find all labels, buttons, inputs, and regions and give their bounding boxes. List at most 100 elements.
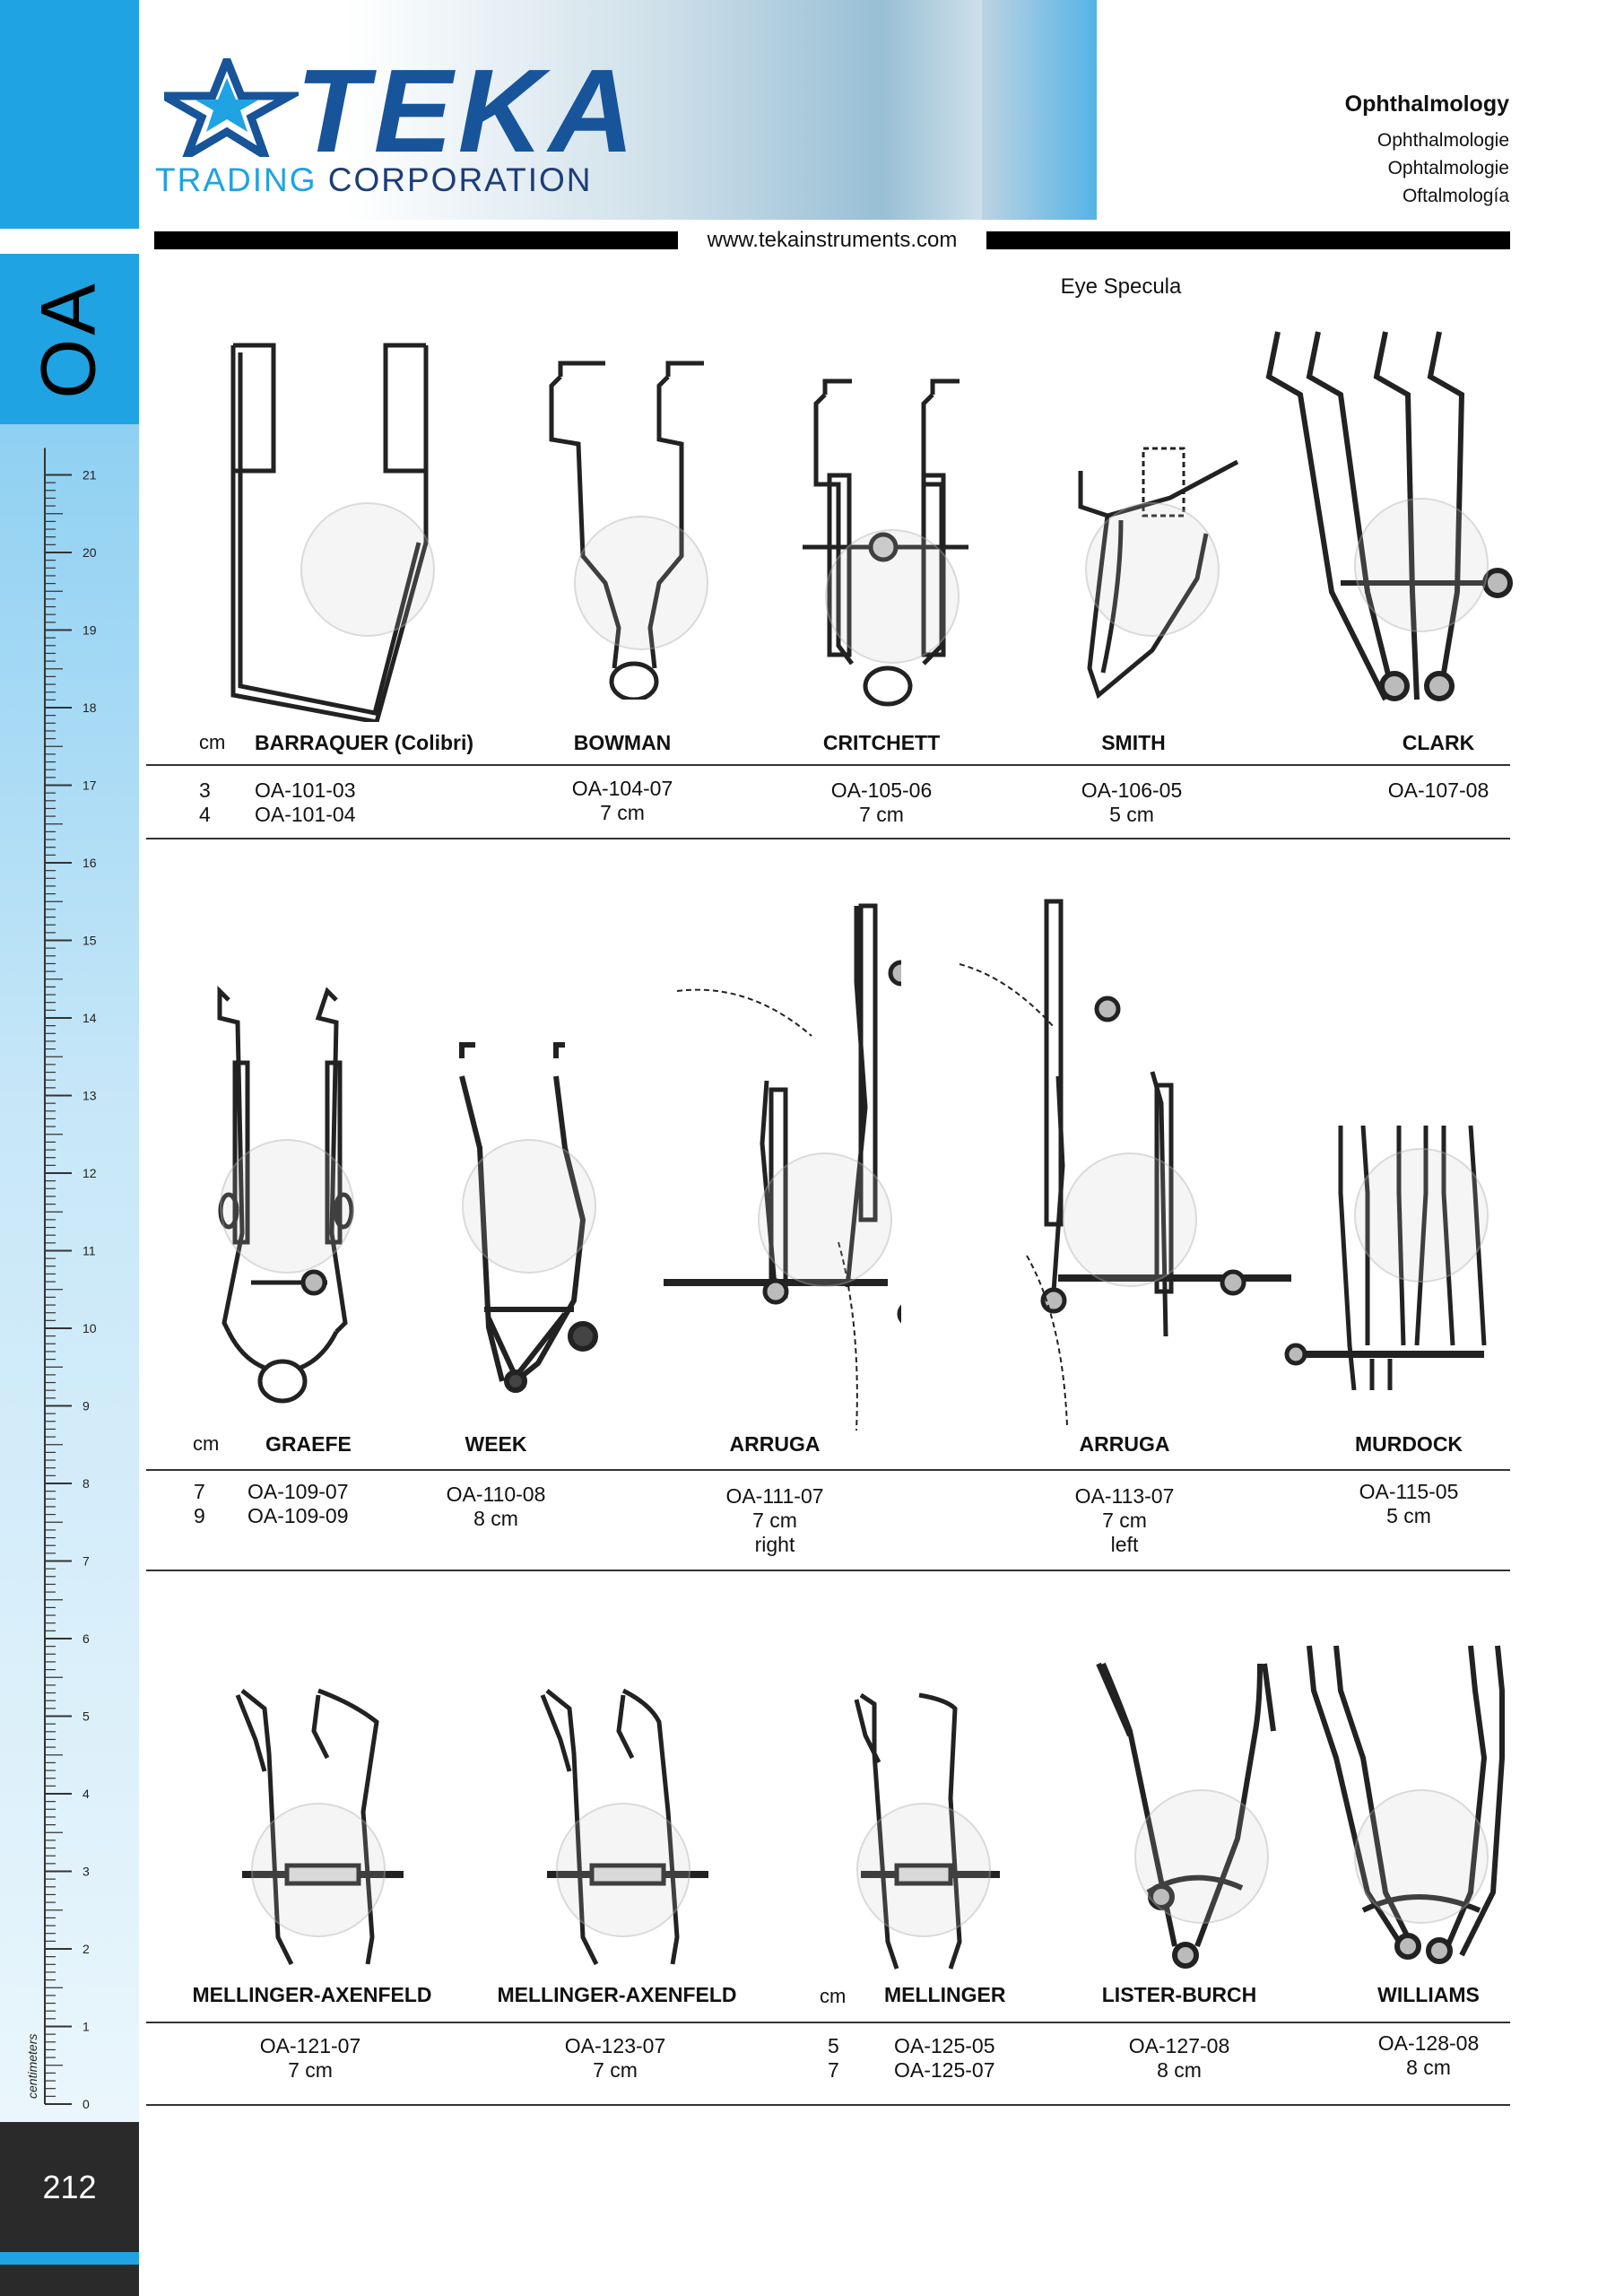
size-list: 3 4	[199, 778, 211, 827]
instrument-name: LISTER-BURCH	[1101, 1983, 1257, 2006]
brand-sub-corporation: CORPORATION	[327, 161, 593, 198]
product-size: 5 cm	[1109, 803, 1154, 826]
product-size: 8 cm	[473, 1507, 518, 1530]
ruler-tick-label: 20	[83, 545, 97, 560]
ruler-tick-label: 8	[83, 1476, 90, 1491]
section-titles: Ophthalmology Ophthalmologie Ophtalmolog…	[1345, 91, 1509, 210]
instrument-image-graefe	[202, 982, 363, 1404]
size-column-label: cm	[820, 1985, 847, 2007]
code-list: OA-121-07 7 cm	[260, 2034, 361, 2083]
ruler-tick-label: 2	[83, 1942, 90, 1956]
section-title-fr: Ophtalmologie	[1387, 158, 1509, 178]
product-code: OA-121-07	[259, 2034, 361, 2057]
section-title-de: Ophthalmologie	[1376, 130, 1509, 151]
ruler-tick-label: 4	[83, 1787, 90, 1801]
ruler-tick-label: 7	[83, 1554, 90, 1569]
product-code: OA-104-07	[571, 777, 673, 800]
row-divider	[146, 838, 1510, 839]
size-column-label: cm	[193, 1432, 220, 1455]
product-code: OA-107-08	[1387, 778, 1489, 802]
ruler-tick-label: 9	[83, 1399, 90, 1413]
product-code: OA-106-05	[1081, 778, 1183, 802]
code-list: OA-115-05 5 cm	[1359, 1480, 1459, 1528]
website-link[interactable]: www.tekainstruments.com	[707, 228, 958, 252]
watermark	[1354, 498, 1489, 632]
size-value: 3	[199, 778, 211, 802]
instrument-name: SMITH	[1101, 731, 1166, 754]
sidebar-top-block	[0, 0, 139, 229]
ruler-tick-label: 19	[83, 623, 97, 638]
product-code: OA-110-08	[446, 1483, 546, 1506]
instrument-name: BARRAQUER (Colibri)	[255, 731, 474, 754]
ruler-tick-label: 0	[83, 2097, 90, 2111]
watermark	[1063, 1152, 1197, 1287]
brand-subtitle: TRADING CORPORATION	[155, 163, 593, 196]
code-list: OA-110-08 8 cm	[447, 1483, 546, 1531]
watermark	[758, 1152, 892, 1287]
size-value: 4	[199, 803, 211, 826]
header-band	[982, 0, 1097, 220]
ruler-tick-label: 16	[83, 856, 97, 870]
product-code: OA-113-07	[1074, 1484, 1175, 1508]
ruler-tick-label: 12	[83, 1166, 97, 1180]
ruler-tick-label: 5	[83, 1709, 90, 1724]
website-rule-right	[986, 231, 1510, 249]
row-divider	[146, 1469, 1510, 1471]
page-number: 212	[42, 2168, 97, 2205]
code-list: OA-109-07 OA-109-09	[248, 1480, 349, 1528]
ruler-tick-label: 17	[83, 778, 97, 793]
watermark	[1354, 1148, 1489, 1283]
product-code: OA-115-05	[1359, 1480, 1459, 1503]
product-code: OA-128-08	[1377, 2031, 1480, 2055]
code-list: OA-127-08 8 cm	[1129, 2034, 1230, 2083]
instrument-name: CLARK	[1402, 731, 1475, 754]
instrument-name: MELLINGER-AXENFELD	[497, 1983, 737, 2006]
watermark	[856, 1803, 991, 1937]
code-list: OA-106-05 5 cm	[1081, 778, 1183, 827]
size-value: 7	[194, 1480, 205, 1503]
header-white-area	[1097, 0, 1624, 220]
section-title-es: Oftalmología	[1402, 186, 1509, 206]
ruler-tick-label: 13	[83, 1089, 97, 1103]
ruler-unit-label: centimeters	[25, 2033, 39, 2099]
watermark	[1354, 1789, 1489, 1924]
instrument-name: CRITCHETT	[822, 731, 941, 754]
product-size: 7 cm	[859, 803, 904, 826]
instrument-name: MELLINGER-AXENFELD	[192, 1983, 432, 2006]
sidebar-gap	[0, 229, 139, 254]
product-size: 7 cm	[752, 1509, 797, 1532]
watermark	[574, 516, 708, 650]
product-size: 8 cm	[1406, 2056, 1451, 2079]
product-code: OA-125-07	[894, 2058, 995, 2082]
product-code: OA-101-03	[255, 778, 356, 802]
product-size: 8 cm	[1157, 2058, 1202, 2082]
watermark	[220, 1139, 354, 1274]
ruler-tick-label: 21	[83, 468, 97, 483]
section-code: OA	[25, 279, 112, 399]
product-code: OA-109-07	[248, 1480, 349, 1503]
watermark	[1134, 1789, 1269, 1924]
size-value: 9	[194, 1504, 205, 1527]
ruler-tick-label: 1	[83, 2020, 90, 2034]
instrument-name: ARRUGA	[1079, 1432, 1170, 1456]
product-size: 7 cm	[600, 801, 645, 824]
code-list: OA-123-07 7 cm	[565, 2034, 666, 2083]
instrument-name: BOWMAN	[573, 731, 672, 754]
code-list: OA-128-08 8 cm	[1378, 2031, 1480, 2080]
row-divider	[146, 2022, 1510, 2023]
product-code: OA-125-05	[894, 2034, 995, 2057]
sidebar-bottom-dark	[0, 2265, 139, 2296]
product-side: left	[1110, 1533, 1139, 1556]
ruler-tick-label: 18	[83, 700, 97, 715]
instrument-name: WEEK	[465, 1432, 527, 1456]
size-list: 5 7	[828, 2034, 839, 2083]
ruler-tick-label: 14	[83, 1011, 97, 1025]
brand-sub-trading: TRADING	[155, 161, 317, 198]
product-code: OA-105-06	[830, 778, 933, 802]
instrument-name: MURDOCK	[1354, 1432, 1463, 1456]
instrument-name: WILLIAMS	[1377, 1983, 1480, 2006]
code-list: OA-105-06 7 cm	[831, 778, 933, 827]
watermark	[825, 529, 960, 664]
